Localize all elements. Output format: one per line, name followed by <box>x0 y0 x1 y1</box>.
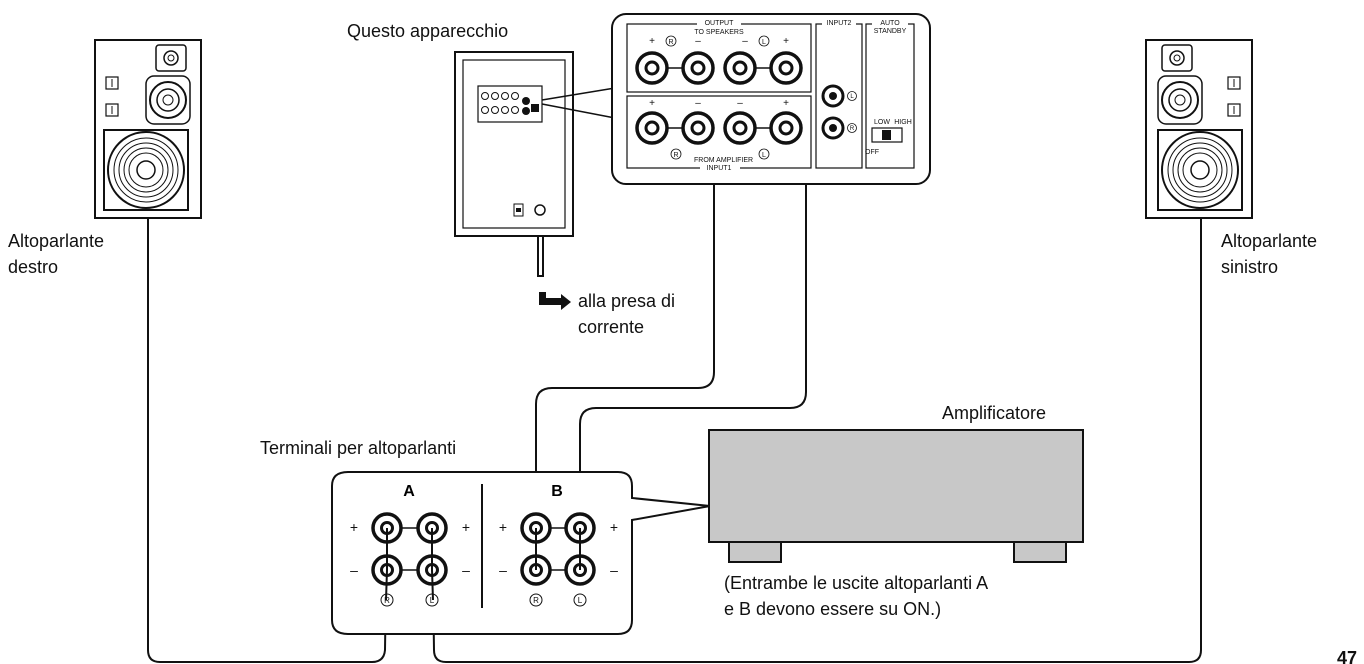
note-line2: e B devono essere su ON.) <box>724 599 941 619</box>
in-r-mark: R <box>673 152 678 159</box>
auto-label: AUTO <box>880 20 900 27</box>
a-minus-right: – <box>462 562 470 578</box>
b-r-mark: R <box>533 596 539 605</box>
power-cord <box>537 212 544 277</box>
note-line1: (Entrambe le uscite altoparlanti A <box>724 573 988 593</box>
device-panel: OUTPUT TO SPEAKERS FROM AMPLIFIER INPUT1… <box>611 13 931 185</box>
power-arrow-icon <box>539 292 571 310</box>
a-minus-left: – <box>350 562 358 578</box>
in-minus-l: – <box>737 98 743 109</box>
b-plus-left: + <box>499 519 507 535</box>
page-number: 47 <box>1337 648 1357 664</box>
amplifier <box>708 429 1084 563</box>
left-speaker-label-line1: Altoparlante <box>1221 231 1317 251</box>
input-cable-left <box>579 132 807 572</box>
a-plus-right: + <box>462 519 470 535</box>
group-b-label: B <box>551 483 563 500</box>
right-speaker-cable <box>147 218 387 663</box>
a-l-mark: L <box>430 596 435 605</box>
speaker-terminal-box: A B + + – – + + – – R <box>331 471 711 635</box>
power-label-line1: alla presa di <box>578 291 675 311</box>
out-plus-l: + <box>783 36 789 47</box>
device-label: Questo apparecchio <box>347 21 508 41</box>
low-label: LOW <box>874 119 890 126</box>
power-label-line2: corrente <box>578 317 644 337</box>
wires <box>147 132 1202 663</box>
standby-label: STANDBY <box>874 28 907 35</box>
auto-standby-switch: LOW HIGH OFF <box>865 119 912 156</box>
b-l-mark: L <box>578 596 583 605</box>
out-plus-r: + <box>649 36 655 47</box>
input2-label: INPUT2 <box>827 20 852 27</box>
in-plus-l: + <box>783 98 789 109</box>
a-plus-left: + <box>350 519 358 535</box>
device-rear-view <box>454 51 616 237</box>
to-speakers-label: TO SPEAKERS <box>694 29 744 36</box>
in-minus-r: – <box>695 98 701 109</box>
a-r-mark: R <box>384 596 390 605</box>
right-speaker-label-line1: Altoparlante <box>8 231 104 251</box>
b-minus-right: – <box>610 562 618 578</box>
out-l-mark: L <box>762 39 766 46</box>
right-speaker-label-line2: destro <box>8 257 58 277</box>
left-speaker <box>1145 39 1253 219</box>
input-cable-right <box>535 132 715 572</box>
output-label: OUTPUT <box>705 20 735 27</box>
b-plus-right: + <box>610 519 618 535</box>
input2-l-mark: L <box>850 94 854 100</box>
left-speaker-label-line2: sinistro <box>1221 257 1278 277</box>
input2-jacks: L R <box>821 84 857 140</box>
from-amplifier-label: FROM AMPLIFIER <box>694 157 753 164</box>
input2-r-mark: R <box>850 126 855 132</box>
out-minus-r: – <box>695 36 701 47</box>
off-label: OFF <box>865 149 879 156</box>
left-speaker-cable <box>432 218 1202 663</box>
in-l-mark: L <box>762 152 766 159</box>
b-minus-left: – <box>499 562 507 578</box>
high-label: HIGH <box>894 119 912 126</box>
out-r-mark: R <box>668 39 673 46</box>
terminal-wire-ends <box>385 528 581 601</box>
right-speaker <box>94 39 202 219</box>
input-terminals: R L <box>635 111 803 160</box>
in-plus-r: + <box>649 98 655 109</box>
terminals-label: Terminali per altoparlanti <box>260 438 456 458</box>
output-terminals <box>635 51 803 85</box>
input1-label: INPUT1 <box>707 165 732 172</box>
group-a-label: A <box>403 483 415 500</box>
amplifier-label: Amplificatore <box>942 403 1046 423</box>
out-minus-l: – <box>742 36 748 47</box>
